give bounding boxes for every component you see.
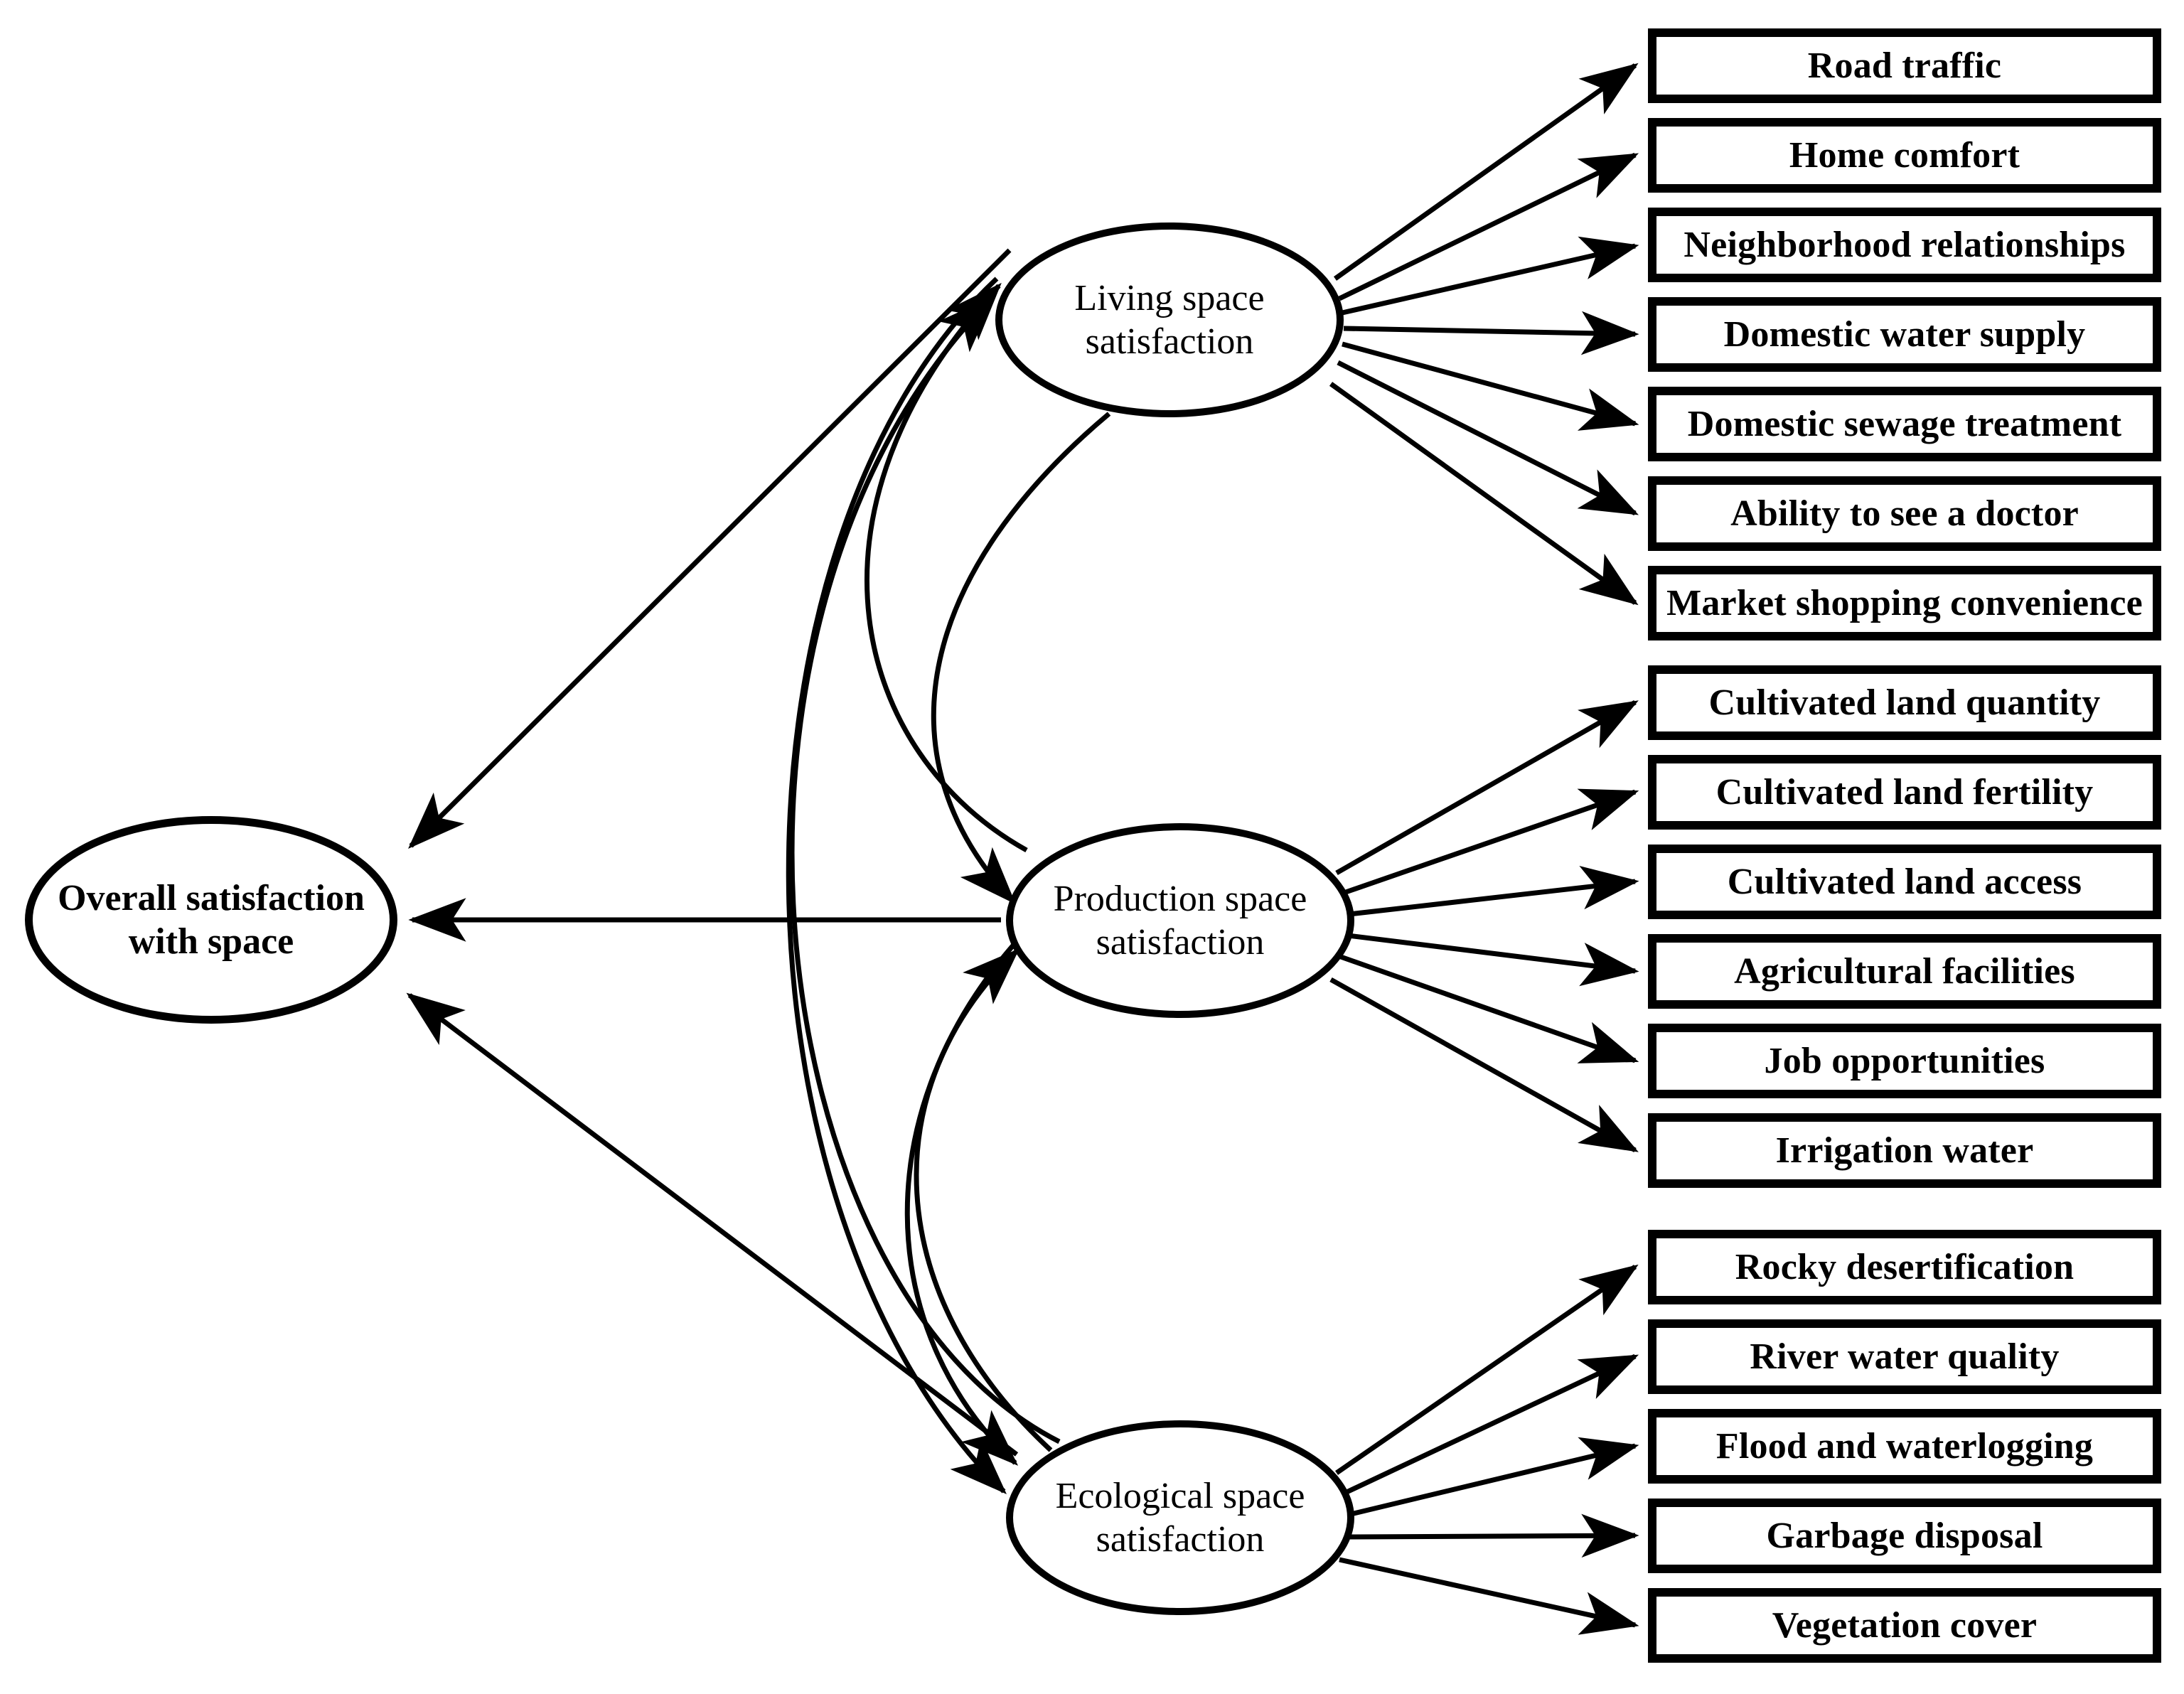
- indicator-box-inner: Job opportunities: [1654, 1030, 2155, 1092]
- indicator-box[interactable]: Flood and waterlogging: [1648, 1409, 2161, 1484]
- indicator-label: Home comfort: [1789, 134, 2020, 176]
- indicator-box[interactable]: Ability to see a doctor: [1648, 476, 2161, 551]
- indicator-box-inner: Neighborhood relationships: [1654, 214, 2155, 276]
- indicator-label: Garbage disposal: [1766, 1515, 2043, 1556]
- indicator-box-inner: Agricultural facilities: [1654, 940, 2155, 1002]
- indicator-label: Job opportunities: [1764, 1040, 2045, 1081]
- indicator-label: Irrigation water: [1775, 1130, 2034, 1171]
- edge-ecological-to-living: [789, 296, 1061, 1444]
- indicator-label: Domestic water supply: [1723, 313, 2086, 355]
- indicator-box[interactable]: Neighborhood relationships: [1648, 208, 2161, 282]
- indicator-box-inner: Road traffic: [1654, 35, 2155, 97]
- edge-ecological-to-production: [914, 948, 1053, 1452]
- indicator-box[interactable]: Home comfort: [1648, 118, 2161, 193]
- indicator-box[interactable]: Job opportunities: [1648, 1024, 2161, 1098]
- indicator-box-inner: Domestic sewage treatment: [1654, 393, 2155, 455]
- indicator-label: Neighborhood relationships: [1684, 224, 2126, 265]
- indicator-box-inner: Cultivated land access: [1654, 851, 2155, 913]
- edge-ecological-to-overall: [406, 992, 1019, 1457]
- latent-living-space-satisfaction-label: Living space satisfaction: [1074, 277, 1265, 362]
- indicator-label: Road traffic: [1807, 45, 2002, 86]
- indicator-box-inner: Ability to see a doctor: [1654, 483, 2155, 545]
- indicator-box[interactable]: Rocky desertification: [1648, 1230, 2161, 1304]
- edge-living-to-ecological: [786, 277, 1007, 1494]
- latent-production-space-satisfaction[interactable]: Production space satisfaction: [1006, 823, 1354, 1018]
- latent-overall-satisfaction-label: Overall satisfaction with space: [58, 877, 365, 962]
- indicator-box-inner: Garbage disposal: [1654, 1505, 2155, 1567]
- production-loading-edges: [1329, 699, 1639, 1153]
- latent-to-latent-edges: [786, 277, 1111, 1494]
- indicator-box[interactable]: Agricultural facilities: [1648, 934, 2161, 1009]
- indicator-box[interactable]: Cultivated land fertility: [1648, 755, 2161, 830]
- indicator-label: Market shopping convenience: [1666, 582, 2143, 623]
- latent-ecological-space-satisfaction[interactable]: Ecological space satisfaction: [1006, 1420, 1354, 1615]
- indicator-box[interactable]: Cultivated land quantity: [1648, 665, 2161, 740]
- indicator-box[interactable]: Vegetation cover: [1648, 1588, 2161, 1663]
- indicator-box-inner: Market shopping convenience: [1654, 572, 2155, 634]
- indicator-label: Cultivated land quantity: [1708, 682, 2101, 723]
- ecological-loading-edges: [1335, 1264, 1639, 1635]
- indicator-box-inner: Flood and waterlogging: [1654, 1415, 2155, 1477]
- edge-living-to-production: [931, 412, 1111, 905]
- indicator-box-inner: Cultivated land fertility: [1654, 761, 2155, 823]
- indicator-label: Agricultural facilities: [1734, 950, 2075, 992]
- latent-production-space-satisfaction-label: Production space satisfaction: [1053, 878, 1307, 963]
- indicator-label: River water quality: [1750, 1336, 2060, 1377]
- indicator-box-inner: Irrigation water: [1654, 1120, 2155, 1181]
- indicator-box[interactable]: Garbage disposal: [1648, 1499, 2161, 1573]
- indicator-box-inner: Home comfort: [1654, 124, 2155, 186]
- indicator-box[interactable]: River water quality: [1648, 1319, 2161, 1394]
- indicator-box[interactable]: Domestic sewage treatment: [1648, 387, 2161, 461]
- indicator-label: Vegetation cover: [1772, 1604, 2038, 1646]
- indicator-box-inner: Cultivated land quantity: [1654, 672, 2155, 734]
- edge-production-to-ecological: [904, 938, 1020, 1466]
- indicator-box-inner: River water quality: [1654, 1326, 2155, 1388]
- indicator-box[interactable]: Cultivated land access: [1648, 845, 2161, 919]
- indicator-box[interactable]: Road traffic: [1648, 28, 2161, 103]
- indicator-label: Flood and waterlogging: [1715, 1425, 2094, 1467]
- indicator-box[interactable]: Irrigation water: [1648, 1113, 2161, 1188]
- latent-to-root-edges: [406, 248, 1019, 1457]
- living-loading-edges: [1329, 63, 1639, 606]
- indicator-label: Domestic sewage treatment: [1687, 403, 2122, 444]
- indicator-box[interactable]: Domestic water supply: [1648, 297, 2161, 372]
- edge-living-to-overall: [408, 248, 1012, 849]
- indicator-label: Cultivated land fertility: [1715, 771, 2094, 813]
- indicator-box-inner: Domestic water supply: [1654, 304, 2155, 365]
- latent-ecological-space-satisfaction-label: Ecological space satisfaction: [1055, 1475, 1305, 1560]
- indicator-box[interactable]: Market shopping convenience: [1648, 566, 2161, 640]
- indicator-label: Rocky desertification: [1735, 1246, 2075, 1287]
- latent-living-space-satisfaction[interactable]: Living space satisfaction: [995, 223, 1344, 417]
- indicator-box-inner: Vegetation cover: [1654, 1594, 2155, 1656]
- indicator-label: Ability to see a doctor: [1730, 493, 2079, 534]
- indicator-box-inner: Rocky desertification: [1654, 1236, 2155, 1298]
- latent-overall-satisfaction[interactable]: Overall satisfaction with space: [25, 816, 397, 1024]
- indicator-label: Cultivated land access: [1727, 861, 2082, 902]
